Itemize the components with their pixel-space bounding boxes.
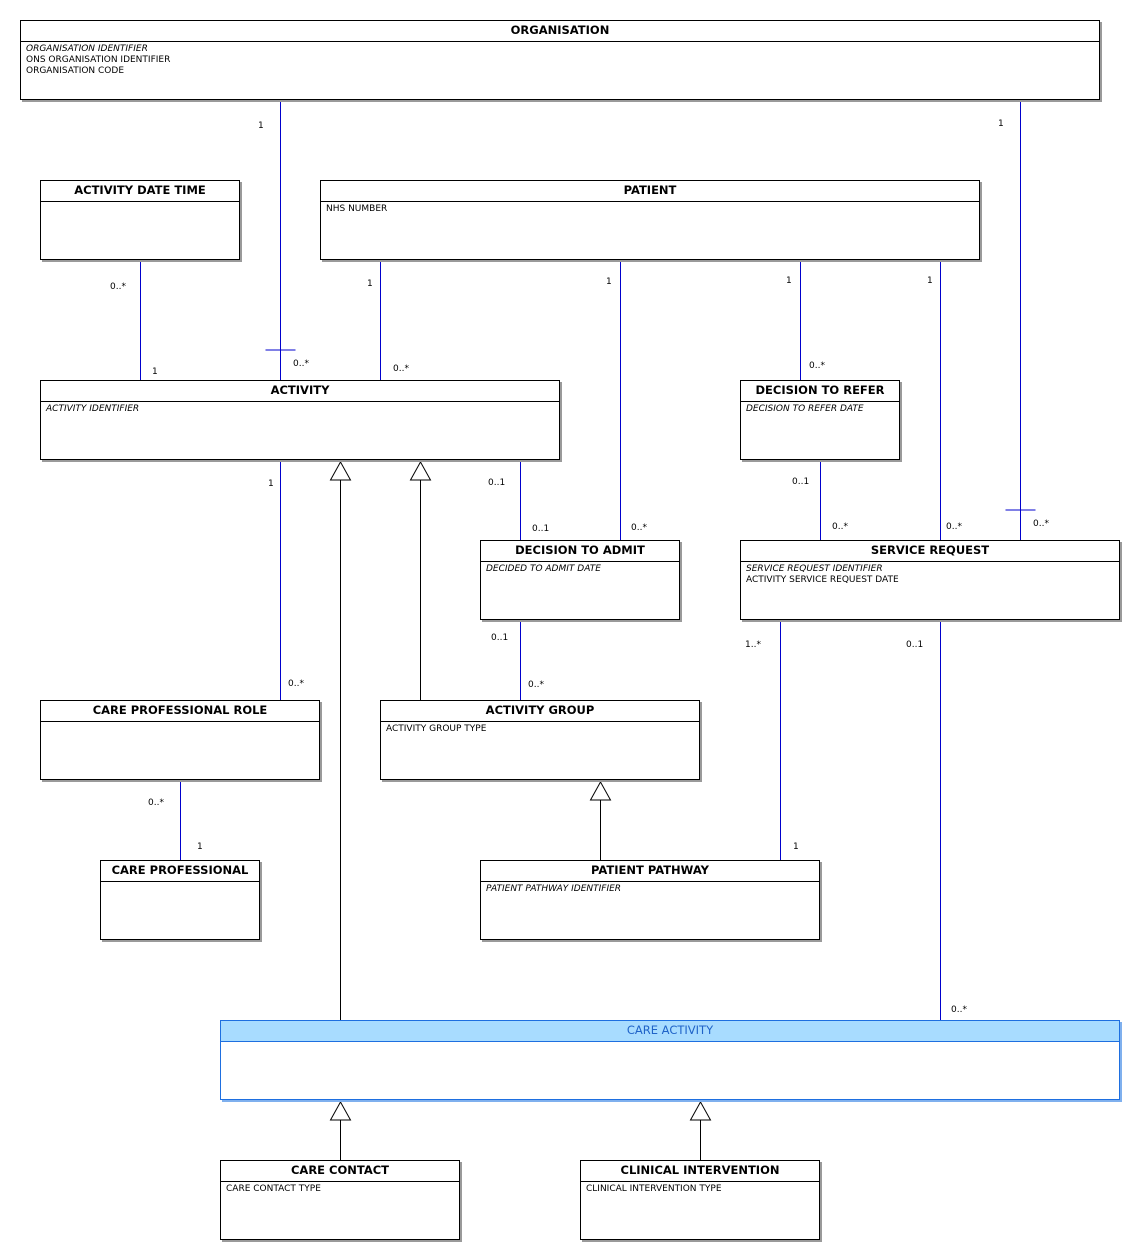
entity-attribute: ACTIVITY SERVICE REQUEST DATE <box>746 575 899 585</box>
entity-attribute: ONS ORGANISATION IDENTIFIER <box>26 55 171 65</box>
entity-care-activity[interactable]: CARE ACTIVITY <box>220 1020 1120 1100</box>
entity-attribute: ACTIVITY IDENTIFIER <box>46 404 140 414</box>
multiplicity-label: 1 <box>258 121 264 131</box>
multiplicity-label: 0..* <box>951 1005 967 1015</box>
entity-attributes: ACTIVITY IDENTIFIER <box>41 402 559 417</box>
multiplicity-label: 0..* <box>1033 519 1049 529</box>
entity-activity-group[interactable]: ACTIVITY GROUP ACTIVITY GROUP TYPE <box>380 700 700 780</box>
multiplicity-label: 0..* <box>393 364 409 374</box>
multiplicity-label: 0..* <box>293 359 309 369</box>
multiplicity-label: 0..* <box>946 522 962 532</box>
multiplicity-label: 1 <box>998 119 1004 129</box>
entity-attributes: ACTIVITY GROUP TYPE <box>381 722 699 737</box>
entity-decision-to-admit[interactable]: DECISION TO ADMIT DECIDED TO ADMIT DATE <box>480 540 680 620</box>
multiplicity-label: 1 <box>793 842 799 852</box>
multiplicity-label: 0..1 <box>488 478 506 488</box>
entity-attributes <box>101 882 259 886</box>
entity-title: CARE PROFESSIONAL <box>101 861 259 882</box>
entity-title: CARE PROFESSIONAL ROLE <box>41 701 319 722</box>
generalization-triangle-icon <box>329 1100 352 1121</box>
multiplicity-label: 1 <box>268 479 274 489</box>
entity-decision-to-refer[interactable]: DECISION TO REFER DECISION TO REFER DATE <box>740 380 900 460</box>
entity-care-contact[interactable]: CARE CONTACT CARE CONTACT TYPE <box>220 1160 460 1240</box>
entity-clinical-intervention[interactable]: CLINICAL INTERVENTION CLINICAL INTERVENTI… <box>580 1160 820 1240</box>
multiplicity-label: 0..* <box>110 282 126 292</box>
generalization-triangle-icon <box>329 460 352 481</box>
entity-attribute: ACTIVITY GROUP TYPE <box>386 724 487 734</box>
entity-attribute: CLINICAL INTERVENTION TYPE <box>586 1184 722 1194</box>
entity-title: CARE ACTIVITY <box>221 1021 1119 1042</box>
entity-title: ORGANISATION <box>21 21 1099 42</box>
entity-attribute: PATIENT PATHWAY IDENTIFIER <box>486 884 622 894</box>
entity-attributes <box>41 202 239 206</box>
entity-attribute: ORGANISATION IDENTIFIER <box>26 44 148 54</box>
generalization-triangle-icon <box>689 1100 712 1121</box>
entity-care-professional-role[interactable]: CARE PROFESSIONAL ROLE <box>40 700 320 780</box>
entity-patient-pathway[interactable]: PATIENT PATHWAY PATIENT PATHWAY IDENTIFIE… <box>480 860 820 940</box>
entity-patient[interactable]: PATIENT NHS NUMBER <box>320 180 980 260</box>
multiplicity-label: 0..* <box>631 523 647 533</box>
entity-title: PATIENT PATHWAY <box>481 861 819 882</box>
multiplicity-label: 0..* <box>148 798 164 808</box>
generalization-triangle-icon <box>409 460 432 481</box>
entity-attributes: CARE CONTACT TYPE <box>221 1182 459 1197</box>
entity-title: SERVICE REQUEST <box>741 541 1119 562</box>
entity-title: ACTIVITY DATE TIME <box>41 181 239 202</box>
multiplicity-label: 0..* <box>528 680 544 690</box>
multiplicity-label: 1 <box>197 842 203 852</box>
generalization-triangle-icon <box>589 780 612 801</box>
entity-attributes <box>221 1042 1119 1046</box>
entity-attribute: DECIDED TO ADMIT DATE <box>486 564 601 574</box>
multiplicity-label: 0..1 <box>491 633 509 643</box>
multiplicity-label: 0..* <box>288 679 304 689</box>
multiplicity-label: 1 <box>367 279 373 289</box>
entity-title: ACTIVITY <box>41 381 559 402</box>
multiplicity-label: 1 <box>606 277 612 287</box>
entity-activity-date-time[interactable]: ACTIVITY DATE TIME <box>40 180 240 260</box>
multiplicity-label: 1 <box>927 276 933 286</box>
entity-title: ACTIVITY GROUP <box>381 701 699 722</box>
entity-attribute: CARE CONTACT TYPE <box>226 1184 321 1194</box>
entity-attributes: DECISION TO REFER DATE <box>741 402 899 417</box>
entity-attribute: NHS NUMBER <box>326 204 388 214</box>
entity-title: CARE CONTACT <box>221 1161 459 1182</box>
entity-attributes: CLINICAL INTERVENTION TYPE <box>581 1182 819 1197</box>
entity-attributes: PATIENT PATHWAY IDENTIFIER <box>481 882 819 897</box>
entity-care-professional[interactable]: CARE PROFESSIONAL <box>100 860 260 940</box>
entity-title: CLINICAL INTERVENTION <box>581 1161 819 1182</box>
entity-title: DECISION TO ADMIT <box>481 541 679 562</box>
entity-title: PATIENT <box>321 181 979 202</box>
entity-title: DECISION TO REFER <box>741 381 899 402</box>
multiplicity-label: 1..* <box>745 640 761 650</box>
entity-attribute: SERVICE REQUEST IDENTIFIER <box>746 564 883 574</box>
entity-attributes: NHS NUMBER <box>321 202 979 217</box>
multiplicity-label: 0..1 <box>532 524 550 534</box>
multiplicity-label: 0..* <box>809 361 825 371</box>
entity-activity[interactable]: ACTIVITY ACTIVITY IDENTIFIER <box>40 380 560 460</box>
entity-attributes: DECIDED TO ADMIT DATE <box>481 562 679 577</box>
multiplicity-label: 1 <box>786 276 792 286</box>
multiplicity-label: 0..* <box>832 522 848 532</box>
multiplicity-label: 1 <box>152 367 158 377</box>
entity-attribute: ORGANISATION CODE <box>26 66 125 76</box>
multiplicity-label: 0..1 <box>792 477 810 487</box>
entity-attributes <box>41 722 319 726</box>
multiplicity-label: 0..1 <box>906 640 924 650</box>
entity-attribute: DECISION TO REFER DATE <box>746 404 864 414</box>
